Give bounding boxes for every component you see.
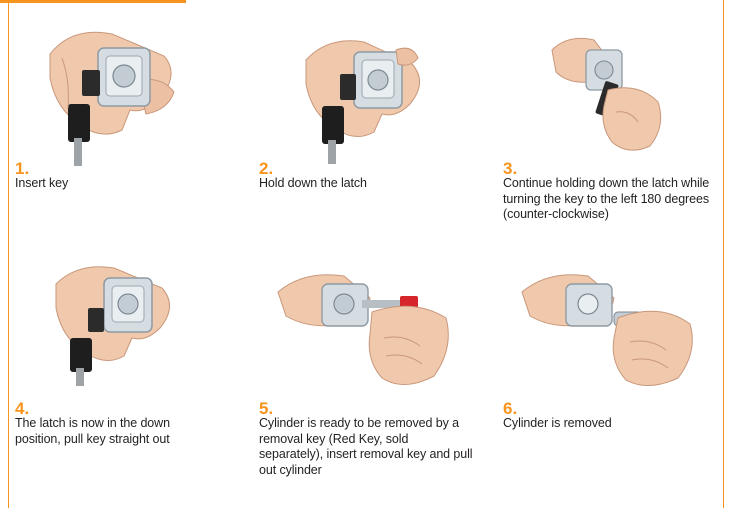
step-5-number: 5. bbox=[259, 400, 273, 417]
step-1-number: 1. bbox=[15, 160, 29, 177]
step-3-number: 3. bbox=[503, 160, 517, 177]
step-1-photo bbox=[42, 18, 182, 168]
step-3-photo bbox=[542, 30, 667, 158]
step-6-photo bbox=[518, 268, 698, 396]
step-5-caption: Cylinder is ready to be removed by a rem… bbox=[259, 416, 474, 478]
step-3-caption: Continue holding down the latch while tu… bbox=[503, 176, 713, 223]
step-2-number: 2. bbox=[259, 160, 273, 177]
step-2-photo bbox=[300, 30, 430, 165]
step-4-photo bbox=[50, 258, 180, 386]
left-border-line bbox=[8, 0, 9, 508]
step-4-caption: The latch is now in the down position, p… bbox=[15, 416, 215, 447]
right-border-line bbox=[723, 0, 724, 508]
step-1-caption: Insert key bbox=[15, 176, 215, 192]
step-2-caption: Hold down the latch bbox=[259, 176, 479, 192]
step-5-photo bbox=[274, 268, 454, 396]
step-6-caption: Cylinder is removed bbox=[503, 416, 713, 432]
step-4-number: 4. bbox=[15, 400, 29, 417]
header-accent-bar bbox=[0, 0, 186, 3]
step-6-number: 6. bbox=[503, 400, 517, 417]
